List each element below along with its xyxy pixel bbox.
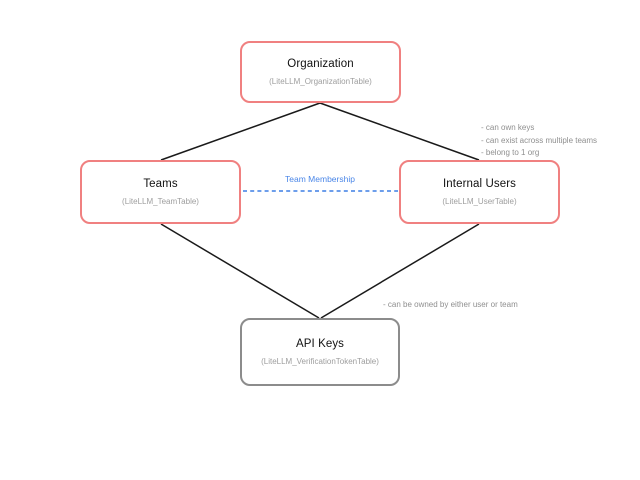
note-can-own-keys: - can own keys [481,123,535,132]
note-multiple-teams: - can exist across multiple teams [481,135,598,145]
internal-users-notes: - can own keys - can exist across multip… [481,122,597,160]
node-teams: Teams (LiteLLM_TeamTable) [80,160,241,224]
team-membership-label: Team Membership [285,174,355,184]
node-internal-users-title: Internal Users [443,178,516,190]
node-api-keys: API Keys (LiteLLM_VerificationTokenTable… [240,318,400,386]
api-keys-note: - can be owned by either user or team [383,300,518,309]
note-belong-one-org: - belong to 1 org [481,148,540,157]
node-organization: Organization (LiteLLM_OrganizationTable) [240,41,401,103]
node-teams-subtitle: (LiteLLM_TeamTable) [122,197,199,206]
edge-teams-api-keys [160,223,320,319]
edge-organization-teams [160,102,321,161]
node-internal-users-subtitle: (LiteLLM_UserTable) [442,197,517,206]
node-teams-title: Teams [143,178,178,190]
node-organization-title: Organization [287,58,354,70]
node-organization-subtitle: (LiteLLM_OrganizationTable) [269,77,372,86]
node-api-keys-title: API Keys [295,338,345,350]
node-internal-users: Internal Users (LiteLLM_UserTable) [399,160,560,224]
edge-organization-internal-users [319,102,480,161]
node-api-keys-subtitle: (LiteLLM_VerificationTokenTable) [261,357,379,366]
